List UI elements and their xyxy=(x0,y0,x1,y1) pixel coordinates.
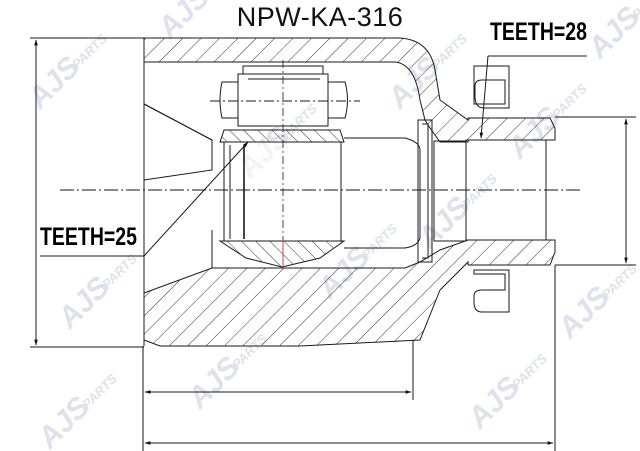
svg-text:PARTS: PARTS xyxy=(459,171,500,212)
svg-text:PARTS: PARTS xyxy=(69,31,110,72)
svg-text:PARTS: PARTS xyxy=(629,0,640,22)
housing-lower xyxy=(143,239,556,347)
circlip-bottom xyxy=(473,269,510,313)
seal-clip xyxy=(417,119,433,263)
leader-lines xyxy=(40,55,587,257)
teeth-25-label: TEETH=25 xyxy=(40,223,138,251)
spider-hub xyxy=(218,129,346,268)
svg-text:PARTS: PARTS xyxy=(599,261,640,302)
housing-upper xyxy=(143,37,556,143)
svg-text:PARTS: PARTS xyxy=(79,371,120,412)
part-number-title: NPW-KA-316 xyxy=(236,2,404,32)
svg-text:PARTS: PARTS xyxy=(359,221,400,262)
dimension-lines xyxy=(30,37,636,451)
circlip-top xyxy=(473,65,510,109)
svg-text:PARTS: PARTS xyxy=(99,251,140,292)
teeth-28-label: TEETH=28 xyxy=(490,18,588,46)
svg-text:PARTS: PARTS xyxy=(429,31,470,72)
tripod-roller xyxy=(210,65,360,127)
svg-text:PARTS: PARTS xyxy=(509,351,550,392)
svg-text:PARTS: PARTS xyxy=(549,81,590,122)
housing-inner-steps xyxy=(143,103,421,268)
